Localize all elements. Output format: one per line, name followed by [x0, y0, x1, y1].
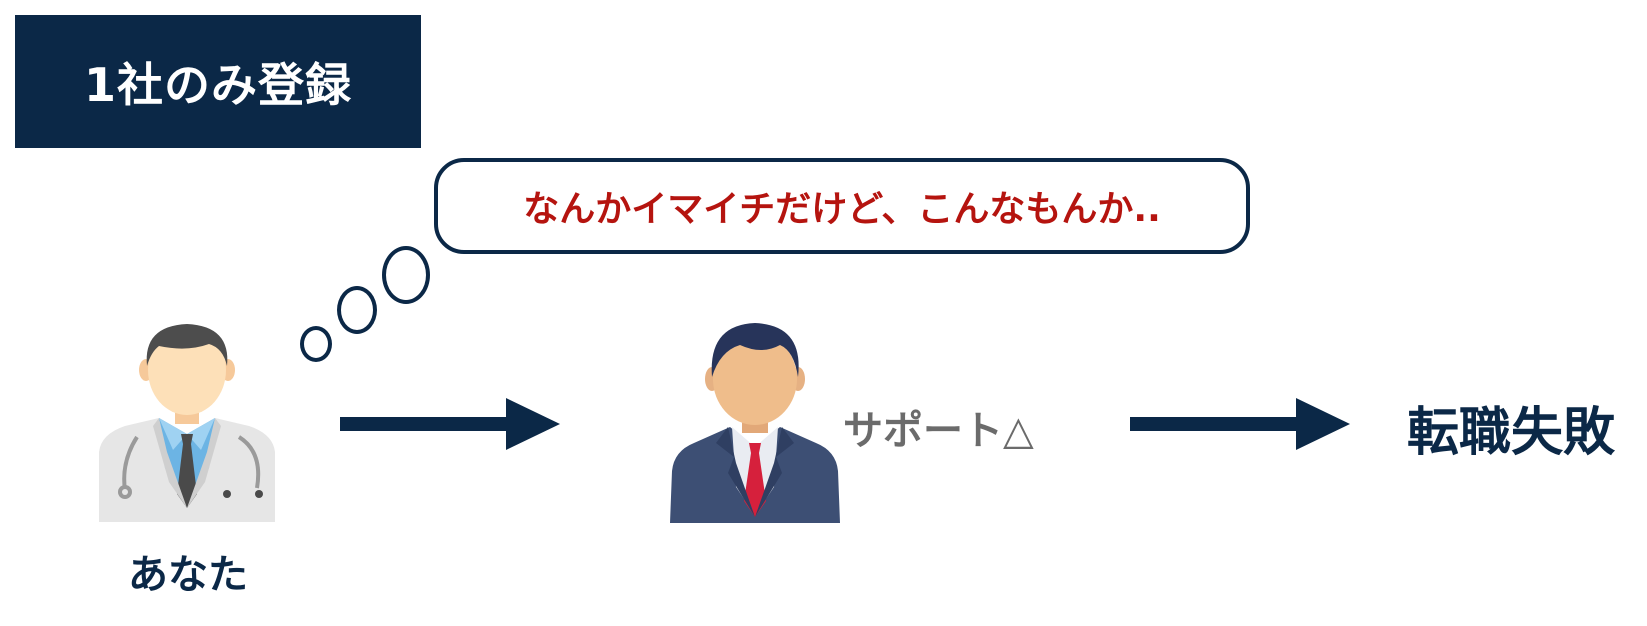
thought-dot-small [300, 326, 332, 362]
arrow-right-1 [340, 398, 560, 450]
title-text: 1社のみ登録 [83, 57, 352, 112]
thought-dot-medium [337, 286, 377, 334]
thought-dot-large [382, 246, 430, 304]
thought-text: なんかイマイチだけど、こんなもんか.. [523, 189, 1161, 230]
support-label: サポート△ [843, 408, 1034, 454]
thought-bubble: なんかイマイチだけど、こんなもんか.. [434, 158, 1250, 254]
doctor-icon [99, 324, 275, 522]
businessman-icon [670, 323, 840, 523]
result-label: 転職失敗 [1407, 403, 1616, 463]
arrow-right-2 [1130, 398, 1350, 450]
you-label: あなた [128, 552, 248, 598]
title-box: 1社のみ登録 [15, 15, 421, 148]
